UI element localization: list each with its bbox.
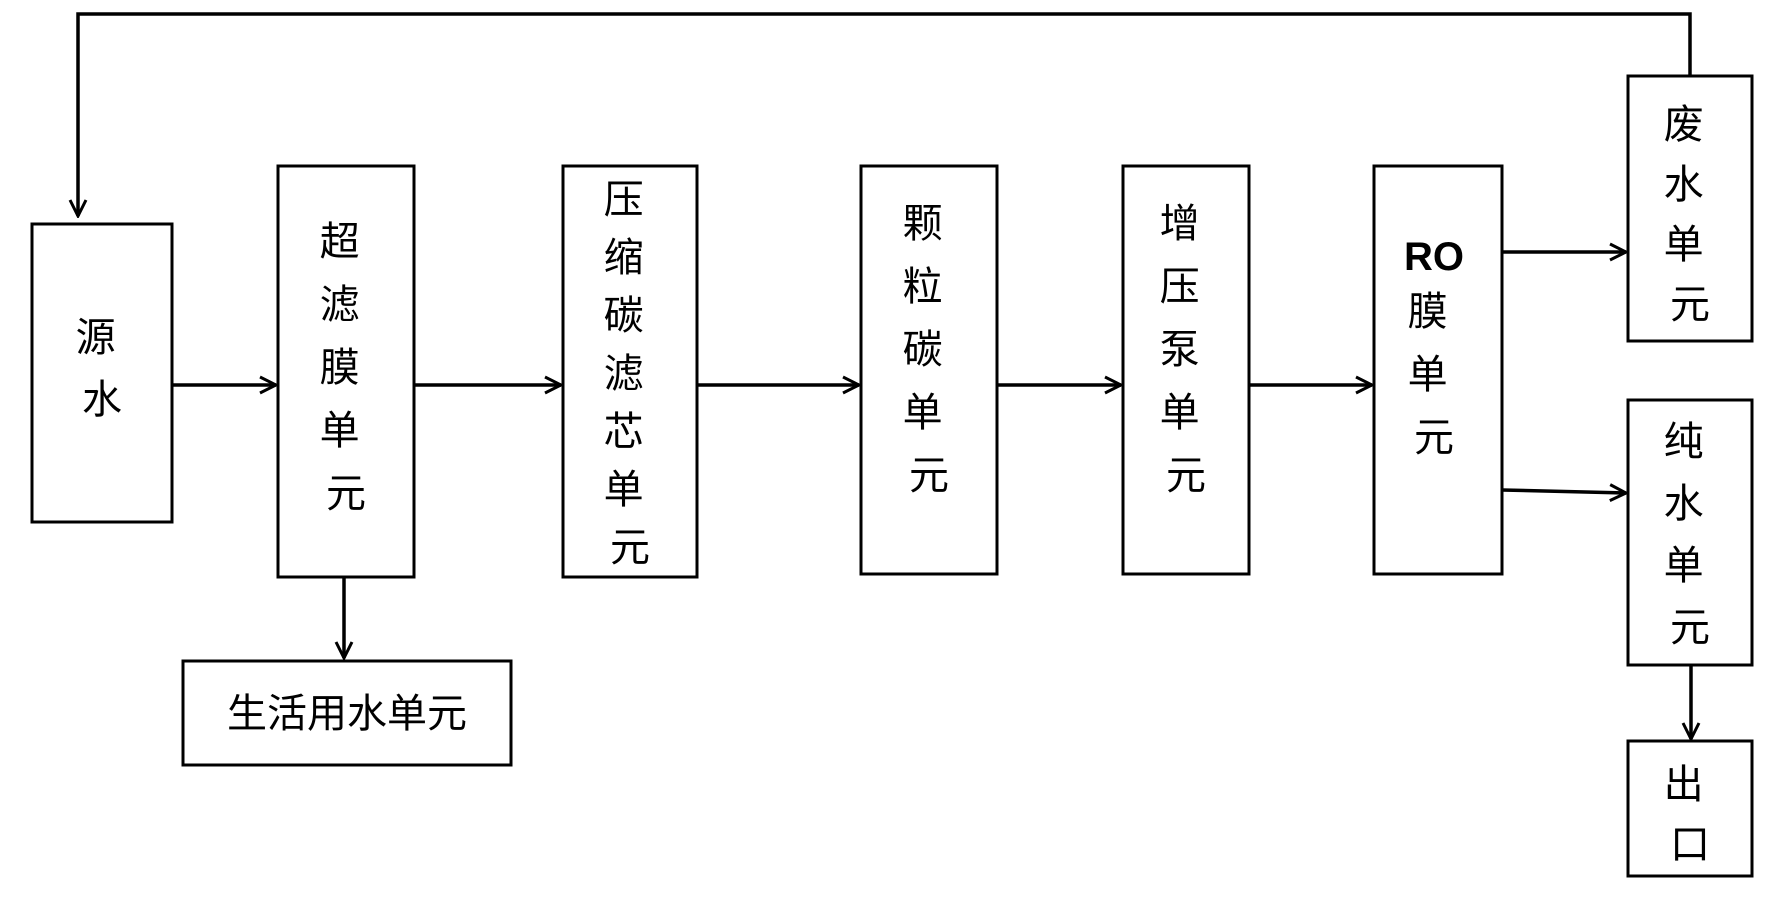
domestic-water-label: 生活用水单元 bbox=[227, 691, 467, 737]
compressed-carbon-label: 压 缩 碳 滤 芯 单 元 bbox=[604, 177, 657, 571]
pure-water-label: 纯 水 单 元 bbox=[1664, 419, 1717, 651]
waste-water-label: 废 水 单 元 bbox=[1664, 102, 1717, 328]
outlet-label: 出 口 bbox=[1664, 762, 1717, 868]
node-waste-water: 废 水 单 元 bbox=[1626, 74, 1754, 343]
node-compressed-carbon: 压 缩 碳 滤 芯 单 元 bbox=[561, 164, 699, 579]
node-granular-carbon: 颗 粒 碳 单 元 bbox=[859, 164, 999, 576]
node-pure-water: 纯 水 单 元 bbox=[1626, 398, 1754, 667]
node-booster-pump: 增 压 泵 单 元 bbox=[1121, 164, 1251, 576]
connectors bbox=[78, 12, 1692, 739]
ro-membrane-label: 膜 单 元 bbox=[1408, 289, 1461, 461]
ro-membrane-prefix: RO bbox=[1404, 235, 1464, 279]
recycle-arrow bbox=[78, 12, 1692, 216]
arrow-ro-to-pure-water bbox=[1501, 490, 1626, 493]
booster-pump-label: 增 压 泵 单 元 bbox=[1160, 201, 1213, 499]
ultrafiltration-label: 超 滤 膜 单 元 bbox=[320, 219, 373, 517]
granular-carbon-label: 颗 粒 碳 单 元 bbox=[903, 201, 956, 499]
node-ultrafiltration: 超 滤 膜 单 元 bbox=[276, 164, 416, 579]
node-source-water: 源 水 bbox=[30, 222, 174, 524]
source-water-label: 源 水 bbox=[76, 315, 129, 423]
node-domestic-water: 生活用水单元 bbox=[181, 659, 513, 767]
node-ro-membrane: RO 膜 单 元 bbox=[1372, 164, 1504, 576]
node-outlet: 出 口 bbox=[1626, 739, 1754, 878]
